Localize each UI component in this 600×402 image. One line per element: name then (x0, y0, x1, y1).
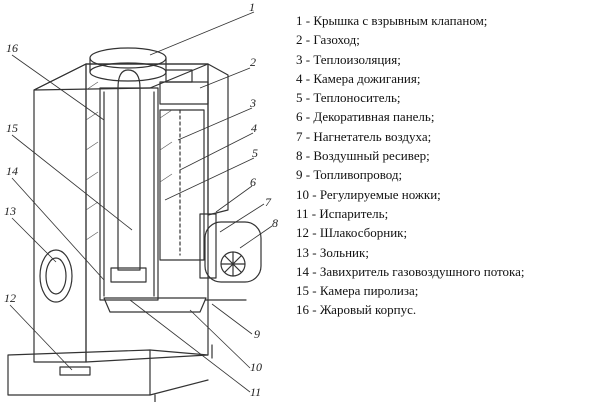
housing-left-face (33, 63, 87, 363)
legend-text: Завихритель газовоздушного потока; (319, 263, 525, 279)
legend-text: Камера дожигания; (313, 70, 421, 86)
callout-5: 5 (252, 146, 258, 160)
legend-text: Воздушный ресивер; (313, 148, 430, 164)
legend-item: 4Камера дожигания; (296, 69, 596, 88)
callout-10: 10 (250, 360, 262, 374)
legend-num: 16 (296, 302, 320, 317)
legend-text: Декоративная панель; (313, 109, 435, 125)
legend-num: 3 (296, 52, 313, 67)
callout-13: 13 (4, 204, 16, 218)
legend-num: 10 (296, 187, 320, 202)
legend-item: 15Камера пиролиза; (296, 281, 596, 300)
flue-pipe (159, 81, 209, 105)
callout-15: 15 (6, 121, 18, 135)
housing-right-face (207, 63, 229, 216)
legend-text: Нагнетатель воздуха; (313, 128, 432, 144)
legend-item: 16Жаровый корпус. (296, 300, 596, 319)
legend-num: 1 (296, 13, 313, 28)
legend-item: 2Газоход; (296, 30, 596, 49)
legend-item: 10Регулируемые ножки; (296, 185, 596, 204)
legend-text: Камера пиролиза; (319, 283, 419, 299)
legend-num: 15 (296, 283, 320, 298)
legend-item: 11Испаритель; (296, 204, 596, 223)
legend-text: Испаритель; (319, 205, 389, 221)
callout-8: 8 (272, 216, 278, 230)
legend-text: Теплоизоляция; (313, 51, 401, 67)
legend-text: Шлакосборник; (319, 225, 408, 241)
callout-12: 12 (4, 291, 16, 305)
legend-item: 6Декоративная панель; (296, 107, 596, 126)
callout-7: 7 (265, 195, 272, 209)
afterburn-chamber (159, 109, 205, 261)
evaporator-tray (103, 297, 207, 313)
legend-num: 9 (296, 167, 313, 182)
legend-item: 5Теплоноситель; (296, 88, 596, 107)
ash-drawer (7, 349, 151, 396)
legend-text: Топливопровод; (313, 167, 403, 183)
legend-item: 14Завихритель газовоздушного потока; (296, 262, 596, 281)
air-receiver (199, 213, 217, 279)
legend-num: 11 (296, 206, 319, 221)
legend-num: 7 (296, 129, 313, 144)
callout-4: 4 (251, 121, 257, 135)
legend-num: 8 (296, 148, 313, 163)
legend-item: 3Теплоизоляция; (296, 50, 596, 69)
legend-num: 12 (296, 225, 320, 240)
legend-num: 2 (296, 32, 313, 47)
legend-item: 12Шлакосборник; (296, 223, 596, 242)
callout-9: 9 (254, 327, 260, 341)
legend-item: 1Крышка с взрывным клапаном; (296, 11, 596, 30)
callout-16: 16 (6, 41, 18, 55)
legend-num: 6 (296, 109, 313, 124)
callout-6: 6 (250, 175, 256, 189)
firebox (99, 87, 159, 301)
legend-num: 5 (296, 90, 313, 105)
legend-text: Теплоноситель; (313, 90, 401, 106)
legend-item: 9Топливопровод; (296, 165, 596, 184)
legend: 1Крышка с взрывным клапаном; 2Газоход; 3… (296, 11, 596, 320)
blower-housing (204, 221, 262, 283)
ash-door (39, 249, 73, 303)
burner-tube (117, 69, 141, 271)
callout-2: 2 (250, 55, 256, 69)
legend-num: 13 (296, 245, 320, 260)
legend-text: Крышка с взрывным клапаном; (313, 13, 488, 28)
legend-item: 8Воздушный ресивер; (296, 146, 596, 165)
legend-text: Газоход; (313, 32, 360, 48)
legend-num: 14 (296, 264, 320, 279)
callout-14: 14 (6, 164, 18, 178)
legend-text: Регулируемые ножки; (319, 186, 441, 202)
legend-text: Зольник; (319, 244, 369, 260)
legend-num: 4 (296, 71, 313, 86)
legend-text: Жаровый корпус. (319, 302, 417, 318)
housing-top-face (33, 63, 209, 91)
legend-item: 7Нагнетатель воздуха; (296, 127, 596, 146)
callout-1: 1 (249, 0, 255, 14)
callout-11: 11 (250, 385, 261, 399)
callout-3: 3 (249, 96, 256, 110)
legend-item: 13Зольник; (296, 243, 596, 262)
